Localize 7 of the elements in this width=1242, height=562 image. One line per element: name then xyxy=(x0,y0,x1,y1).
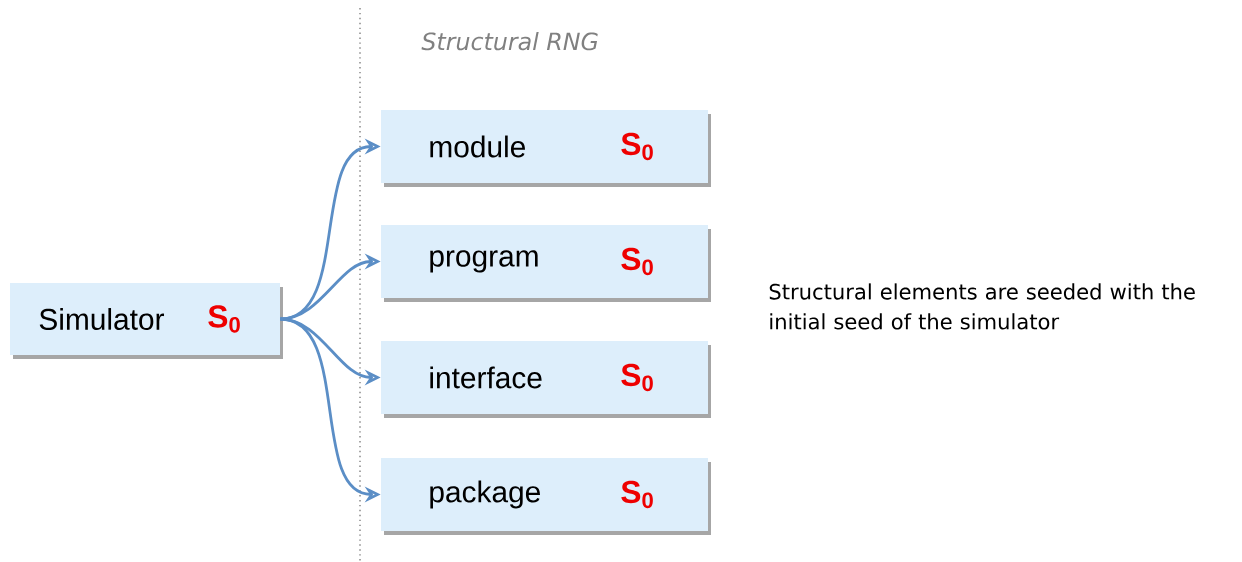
process-box: package S$_{0}$ xyxy=(381,458,711,535)
process-box: Simulator S$_{0}$ xyxy=(10,283,283,359)
process-box: interface S$_{0}$ xyxy=(381,341,711,418)
heading: Structural RNG xyxy=(421,31,598,51)
process-box: program S$_{0}$ xyxy=(381,225,711,302)
note-text: Structural elements are seeded with the initial seed of the simulator xyxy=(769,283,1195,330)
process-box: module S$_{0}$ xyxy=(381,110,711,187)
